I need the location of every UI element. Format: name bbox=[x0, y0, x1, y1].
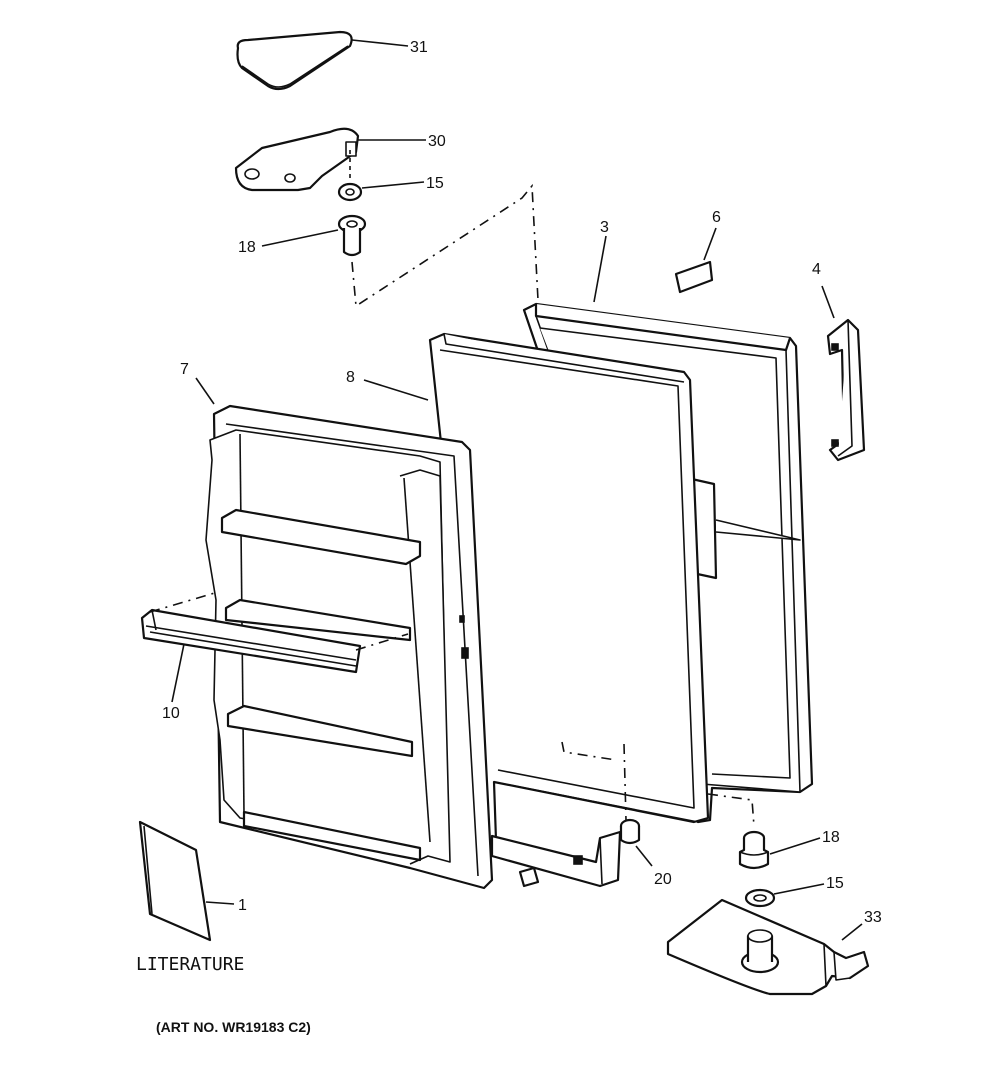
leader-15-top bbox=[361, 181, 425, 189]
leader-20 bbox=[635, 845, 653, 867]
part-15-washer-bottom bbox=[744, 888, 776, 908]
leader-33 bbox=[841, 923, 863, 941]
part-4-door-handle bbox=[826, 318, 866, 462]
leader-15-bottom bbox=[773, 883, 825, 895]
leader-3 bbox=[593, 235, 607, 303]
leader-6 bbox=[703, 227, 717, 261]
callout-30: 30 bbox=[428, 133, 446, 150]
leader-31 bbox=[351, 39, 409, 47]
callout-4: 4 bbox=[812, 261, 821, 278]
callout-20: 20 bbox=[654, 871, 672, 888]
part-31-hinge-cover bbox=[236, 30, 353, 91]
part-33-bottom-hinge bbox=[666, 898, 870, 996]
leader-10 bbox=[171, 643, 185, 703]
part-18-bushing-top bbox=[337, 214, 367, 257]
callout-18-top: 18 bbox=[238, 239, 256, 256]
callout-33: 33 bbox=[864, 909, 882, 926]
callout-15-bottom: 15 bbox=[826, 875, 844, 892]
alignment-line-bottom bbox=[561, 741, 755, 827]
part-18-bushing-bottom bbox=[738, 830, 770, 870]
art-number: (ART NO. WR19183 C2) bbox=[156, 1019, 311, 1035]
door-bottom-trim bbox=[490, 830, 622, 888]
callout-15-top: 15 bbox=[426, 175, 444, 192]
part-20-bushing bbox=[619, 818, 641, 845]
leader-7 bbox=[195, 377, 215, 405]
callout-10: 10 bbox=[162, 705, 180, 722]
leader-8 bbox=[363, 379, 429, 401]
callout-7: 7 bbox=[180, 361, 189, 378]
part-30-top-hinge bbox=[234, 127, 360, 192]
callout-18-bottom: 18 bbox=[822, 829, 840, 846]
leader-18-top bbox=[261, 229, 339, 247]
leader-1 bbox=[205, 901, 235, 905]
literature-label: LITERATURE bbox=[136, 954, 244, 975]
callout-1: 1 bbox=[238, 897, 247, 914]
callout-31: 31 bbox=[410, 39, 428, 56]
alignment-line-top-hinge bbox=[351, 183, 539, 308]
callout-6: 6 bbox=[712, 209, 721, 226]
callout-3: 3 bbox=[600, 219, 609, 236]
part-15-washer-top bbox=[337, 182, 363, 202]
callout-8: 8 bbox=[346, 369, 355, 386]
leader-18-bottom bbox=[769, 837, 821, 855]
part-1-literature bbox=[138, 820, 212, 942]
leader-4 bbox=[821, 285, 835, 319]
part-6-nameplate bbox=[674, 260, 714, 294]
alignment-line-shelf-bar bbox=[149, 591, 409, 651]
